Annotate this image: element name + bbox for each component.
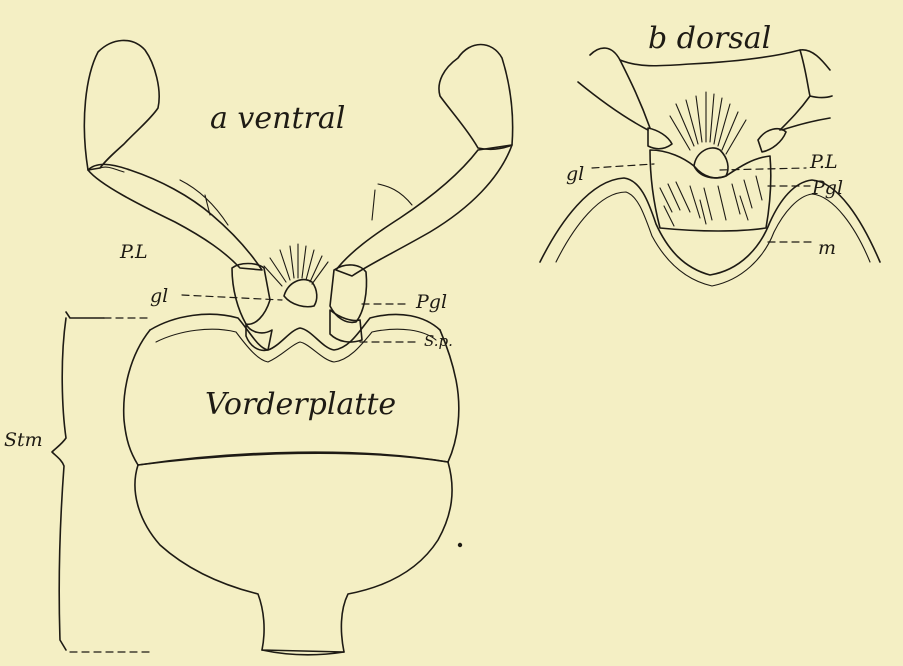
right-arm-b <box>758 129 786 152</box>
panel-a-title: a ventral <box>210 101 345 136</box>
label-pgl-a: Pgl <box>415 291 447 313</box>
panel-a-ventral: a ventral P.L gl Pgl S.p. Vorderplatte S… <box>4 40 513 654</box>
label-pl-a: P.L <box>119 241 148 263</box>
label-vorderplatte: Vorderplatte <box>205 387 396 422</box>
setae-cluster-b <box>670 92 746 154</box>
gl-leader-a <box>182 295 282 300</box>
gl-leader-b <box>592 164 654 168</box>
glossa-b <box>694 148 728 178</box>
hatching-b <box>660 176 762 226</box>
label-pgl-b: Pgl <box>811 177 843 199</box>
label-m-b: m <box>818 237 836 259</box>
left-stipes-base <box>246 324 272 350</box>
stm-bracket-dash <box>70 318 150 652</box>
lower-plate-outline <box>135 462 452 652</box>
label-gl-b: gl <box>566 163 584 185</box>
label-pl-b: P.L <box>809 151 838 173</box>
right-palp-arm <box>336 145 512 276</box>
setae-cluster <box>264 244 328 286</box>
left-arm-b <box>648 128 672 149</box>
left-side-line <box>578 82 648 130</box>
ink-dot <box>458 543 462 547</box>
left-palp-lobe <box>84 40 159 170</box>
label-stm: Stm <box>4 429 43 451</box>
right-stipes-base <box>330 310 362 342</box>
label-gl-a: gl <box>150 285 168 307</box>
pl-leader-b <box>720 168 806 170</box>
panel-b-dorsal: b dorsal gl P.L Pgl m <box>540 21 880 286</box>
hinge-block-b <box>650 150 771 231</box>
right-palp-lobe <box>439 45 513 150</box>
left-hinge-piece <box>232 264 270 325</box>
left-palp-arm <box>88 164 262 270</box>
label-sp-a: S.p. <box>424 332 453 350</box>
upper-lobe-left-side <box>620 60 650 128</box>
prementum-inner-rim <box>156 329 436 362</box>
stm-bracket <box>52 312 104 650</box>
panel-b-title: b dorsal <box>648 21 771 56</box>
